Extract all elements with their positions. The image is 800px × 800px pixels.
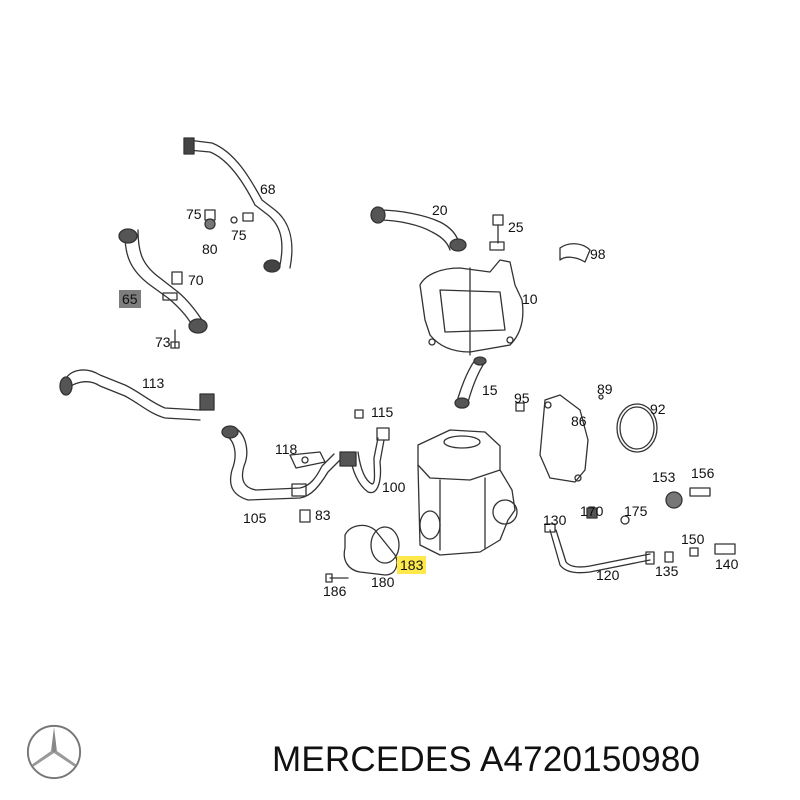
callout-label: 140 bbox=[715, 556, 739, 572]
fittings-75-80 bbox=[170, 209, 254, 349]
callout-label: 100 bbox=[382, 479, 406, 495]
brand-name: MERCEDES bbox=[272, 740, 472, 779]
compressor-assembly bbox=[417, 429, 518, 556]
callout-label: 186 bbox=[323, 583, 347, 599]
mercedes-star-icon bbox=[26, 724, 82, 780]
callout-label: 10 bbox=[522, 291, 538, 307]
hose-100 bbox=[339, 409, 390, 494]
callout-label: 180 bbox=[371, 574, 395, 590]
callout-label: 118 bbox=[275, 441, 298, 457]
callout-label-highlighted: 183 bbox=[397, 556, 427, 574]
callout-label: 115 bbox=[371, 404, 394, 420]
callout-label: 175 bbox=[624, 503, 648, 519]
callout-label: 68 bbox=[260, 181, 276, 197]
callout-label: 70 bbox=[188, 272, 204, 288]
callout-label: 92 bbox=[650, 401, 666, 417]
callout-label: 120 bbox=[596, 567, 620, 583]
cover-86 bbox=[539, 394, 589, 483]
hose-15 bbox=[454, 356, 487, 409]
pipe-120 bbox=[544, 523, 655, 574]
callout-label: 20 bbox=[432, 202, 448, 218]
callout-label: 113 bbox=[142, 375, 165, 391]
bolt-25 bbox=[489, 214, 505, 251]
sleeve-98 bbox=[559, 243, 591, 263]
housing-10 bbox=[419, 259, 524, 356]
callout-label: 73 bbox=[155, 334, 171, 350]
hose-68 bbox=[183, 137, 293, 273]
callout-label-boxed: 65 bbox=[119, 290, 141, 308]
footer-caption: MERCEDES A4720150980 bbox=[272, 740, 700, 780]
callout-label: 98 bbox=[590, 246, 606, 262]
callout-label: 86 bbox=[571, 413, 587, 429]
hose-105 bbox=[221, 425, 341, 501]
ring-92 bbox=[616, 403, 658, 453]
small-parts-right bbox=[299, 394, 736, 563]
callout-label: 135 bbox=[655, 563, 679, 579]
callout-label: 95 bbox=[514, 390, 530, 406]
callout-label: 75 bbox=[231, 227, 247, 243]
callout-label: 170 bbox=[580, 503, 604, 519]
pipe-113 bbox=[59, 369, 215, 421]
callout-label: 130 bbox=[543, 512, 567, 528]
hose-20 bbox=[370, 206, 467, 252]
callout-label: 150 bbox=[681, 531, 705, 547]
callout-label: 105 bbox=[243, 510, 267, 526]
gasket-180 bbox=[343, 524, 400, 576]
callout-label: 89 bbox=[597, 381, 613, 397]
part-number: A4720150980 bbox=[479, 740, 701, 779]
callout-label: 83 bbox=[315, 507, 331, 523]
pipe-65 bbox=[118, 228, 208, 334]
callout-label: 25 bbox=[508, 219, 524, 235]
bracket-118 bbox=[289, 451, 326, 469]
bolt-186 bbox=[325, 573, 349, 583]
callout-label: 156 bbox=[691, 465, 715, 481]
callout-label: 15 bbox=[482, 382, 498, 398]
callout-label: 80 bbox=[202, 241, 218, 257]
callout-label: 75 bbox=[186, 206, 202, 222]
callout-label: 153 bbox=[652, 469, 676, 485]
